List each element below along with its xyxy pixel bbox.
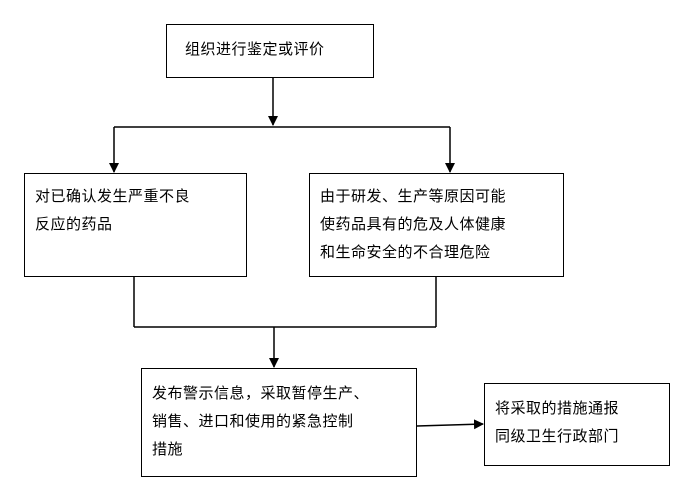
node-text-line: 同级卫生行政部门: [495, 427, 620, 445]
node-text-line: 反应的药品: [35, 215, 113, 233]
node-text-line: 将采取的措施通报: [495, 399, 620, 417]
node-text-line: 和生命安全的不合理危险: [320, 243, 491, 261]
node-text-line: 发布警示信息，采取暂停生产、: [152, 384, 370, 402]
node-text-line: 使药品具有的危及人体健康: [320, 215, 507, 233]
arrow-to-side-box: [416, 419, 484, 430]
node-text-line: 由于研发、生产等原因可能: [320, 187, 507, 205]
node-text-line: 措施: [152, 440, 184, 458]
node-confirmed-adverse-reaction: 对已确认发生严重不良 反应的药品: [24, 173, 247, 277]
node-emergency-control-measures: 发布警示信息，采取暂停生产、 销售、进口和使用的紧急控制 措施: [141, 368, 417, 477]
node-text-line: 销售、进口和使用的紧急控制: [152, 412, 354, 430]
node-text-line: 对已确认发生严重不良: [35, 187, 191, 205]
node-start-evaluation: 组织进行鉴定或评价: [166, 24, 374, 78]
node-notify-health-department: 将采取的措施通报 同级卫生行政部门: [484, 383, 670, 466]
node-unreasonable-risk: 由于研发、生产等原因可能 使药品具有的危及人体健康 和生命安全的不合理危险: [309, 173, 564, 277]
node-text-line: 组织进行鉴定或评价: [185, 40, 325, 58]
